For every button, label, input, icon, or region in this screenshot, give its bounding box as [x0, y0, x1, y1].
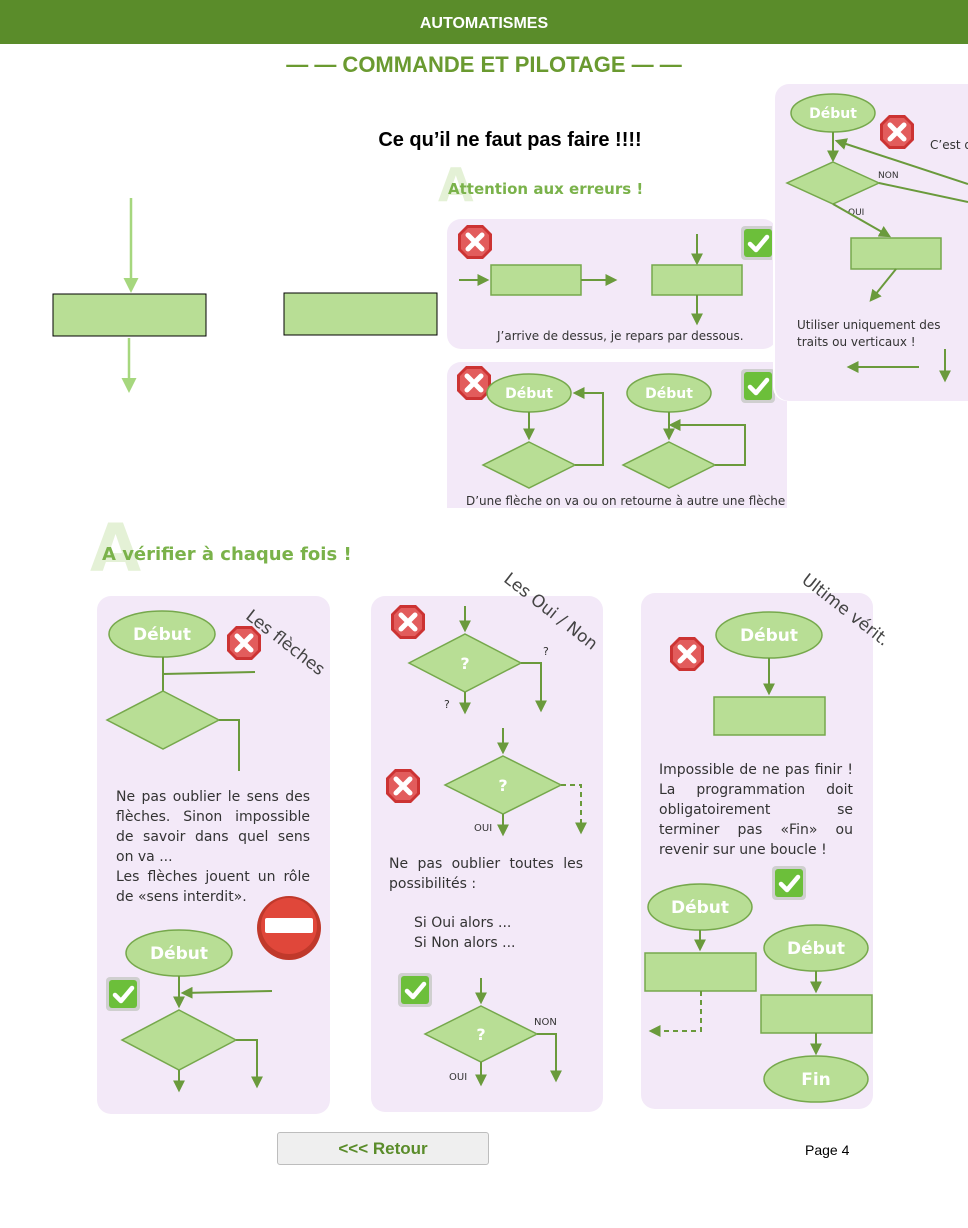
question-mark: ?	[476, 1025, 485, 1044]
col2-line2: Si Non alors ...	[414, 935, 516, 951]
cross-icon	[670, 637, 704, 671]
fragment-text: C’est q	[930, 138, 968, 152]
watermark-a: A	[438, 158, 474, 212]
start-label: Début	[671, 898, 729, 918]
error-card-2-caption: D’une flèche on va ou on retourne à autr…	[466, 494, 786, 508]
error-card-3-diagram: Début C’est q NON OUI	[785, 93, 968, 383]
error-card-1-diagram	[447, 219, 772, 326]
example-diagram	[52, 198, 438, 393]
col1-text: Ne pas oublier le sens des flèches. Sino…	[116, 789, 310, 905]
verify-card-arrows-diagram: Début Début	[97, 610, 321, 1093]
check-icon	[772, 866, 806, 900]
verify-card-end-diagram: Début Début Début Fin	[644, 611, 873, 1103]
check-icon	[106, 977, 140, 1011]
error-card-1-caption: J’arrive de dessus, je repars par dessou…	[497, 329, 744, 343]
col2-line1: Si Oui alors ...	[414, 915, 512, 931]
errors-title: Attention aux erreurs !	[448, 180, 644, 198]
start-label: Début	[740, 626, 798, 646]
start-label: Début	[809, 106, 857, 122]
no-entry-icon	[257, 896, 321, 960]
start-label: Début	[150, 944, 208, 964]
question-mark: ?	[460, 654, 469, 673]
app-header: AUTOMATISMES	[0, 0, 968, 44]
oui-label: OUI	[474, 823, 492, 834]
cross-icon	[227, 626, 261, 660]
oui-label: OUI	[848, 208, 864, 218]
cross-icon	[386, 769, 420, 803]
check-icon	[741, 369, 775, 403]
check-icon	[741, 226, 772, 260]
start-label: Début	[787, 939, 845, 959]
verify-title: A vérifier à chaque fois !	[102, 544, 352, 565]
end-label: Fin	[801, 1070, 831, 1090]
start-label: Début	[133, 625, 191, 645]
oui-label: OUI	[449, 1072, 467, 1083]
question-mark: ?	[498, 776, 507, 795]
check-icon	[398, 973, 432, 1007]
process-box-1	[52, 293, 207, 337]
col2-text: Ne pas oublier toutes les possibilités :	[389, 856, 583, 892]
cross-icon	[391, 605, 425, 639]
page-subtitle: — — COMMANDE ET PILOTAGE — —	[286, 52, 682, 77]
non-label: NON	[534, 1017, 557, 1028]
back-button[interactable]: <<< Retour	[277, 1132, 489, 1165]
non-label: NON	[878, 171, 899, 181]
question-mark: ?	[444, 698, 450, 711]
cross-icon	[457, 366, 491, 400]
col3-text: Impossible de ne pas finir ! La programm…	[659, 762, 853, 858]
watermark-a-2: A	[90, 510, 142, 587]
question-mark: ?	[543, 645, 549, 658]
verify-card-yesno-diagram: ? ? ? ? OUI ? OUI NON	[371, 596, 587, 1087]
process-box-2	[283, 292, 438, 336]
cross-icon	[880, 115, 914, 149]
warning-title: Ce qu’il ne faut pas faire !!!!	[378, 129, 642, 151]
start-label: Début	[645, 386, 693, 402]
error-card-3-caption: Utiliser uniquement des traits ou vertic…	[797, 318, 941, 349]
page-number: Page 4	[805, 1142, 850, 1158]
cross-icon	[458, 225, 492, 259]
error-card-2-diagram: Début Début	[447, 362, 787, 489]
start-label: Début	[505, 386, 553, 402]
